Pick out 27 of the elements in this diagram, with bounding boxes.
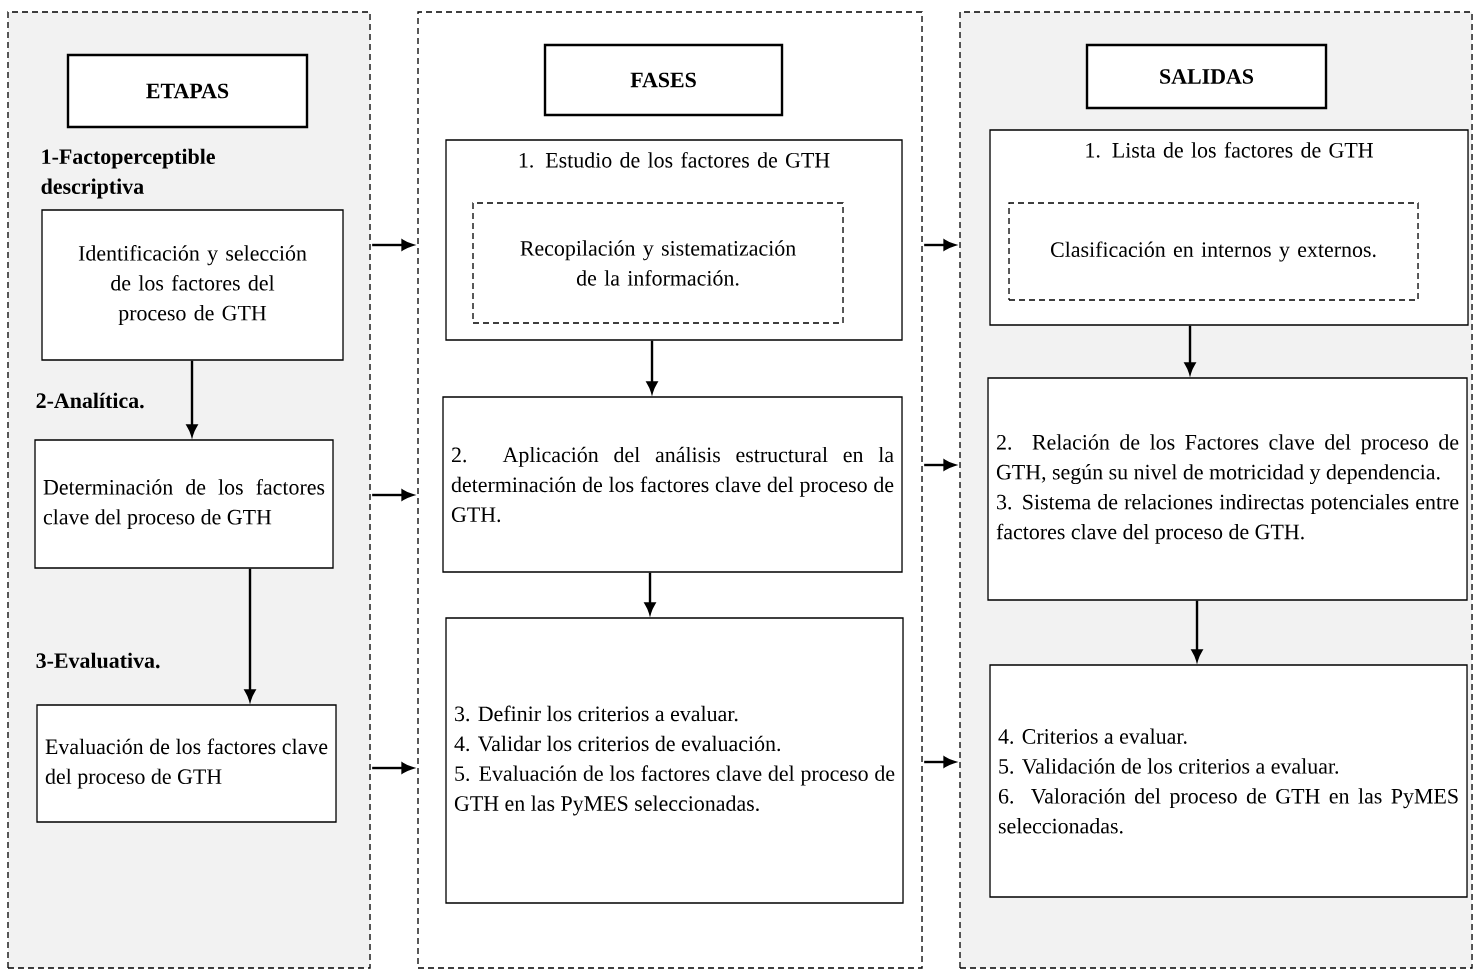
process-box: Determinación de los factores clave del proceso de GTH <box>34 439 334 569</box>
column-header-box: SALIDAS <box>1085 43 1328 110</box>
process-box: Evaluación de los factores clave del proceso de GTH <box>36 704 337 823</box>
activity-box: Clasificación en internos y externos. <box>1008 202 1419 301</box>
column-header-box: ETAPAS <box>66 53 309 129</box>
arrow <box>186 360 198 437</box>
process-box: 3. Definir los criterios a evaluar. 4. Validar los criterios de evaluación. 5. Evaluación de los factores clave del proceso de GTH en las PyMES seleccionadas. <box>445 617 904 904</box>
arrow <box>924 459 956 471</box>
process-box: 4. Criterios a evaluar. 5. Validación de los criterios a evaluar. 6. Valoración del proceso de GTH en las PyMES seleccionadas. <box>989 664 1468 898</box>
step-heading: 1-Factoperceptible descriptiva <box>41 148 215 199</box>
process-box: Identificación y selección de los factores del proceso de GTH <box>41 209 344 361</box>
arrow <box>372 762 414 774</box>
step-heading: 2-Analítica. <box>36 392 144 409</box>
arrow <box>924 756 956 768</box>
arrow <box>924 239 956 251</box>
column-header-box: FASES <box>543 43 784 117</box>
arrow <box>646 340 658 394</box>
activity-box: Recopilación y sistematización de la información. <box>472 202 844 324</box>
arrow <box>1184 325 1196 375</box>
arrow <box>372 489 414 501</box>
arrow <box>372 239 414 251</box>
process-box: 2. Relación de los Factores clave del proceso de GTH, según su nivel de motricidad y dependencia. 3. Sistema de relaciones indirectas potenciales entre factores clave del proceso de GTH. <box>987 377 1468 601</box>
process-box: 2. Aplicación del análisis estructural en la determinación de los factores clave del proceso de GTH. <box>442 396 903 573</box>
arrow <box>1191 600 1203 662</box>
step-heading: 3-Evaluativa. <box>36 652 160 669</box>
arrow <box>244 568 256 702</box>
arrow <box>644 572 656 615</box>
